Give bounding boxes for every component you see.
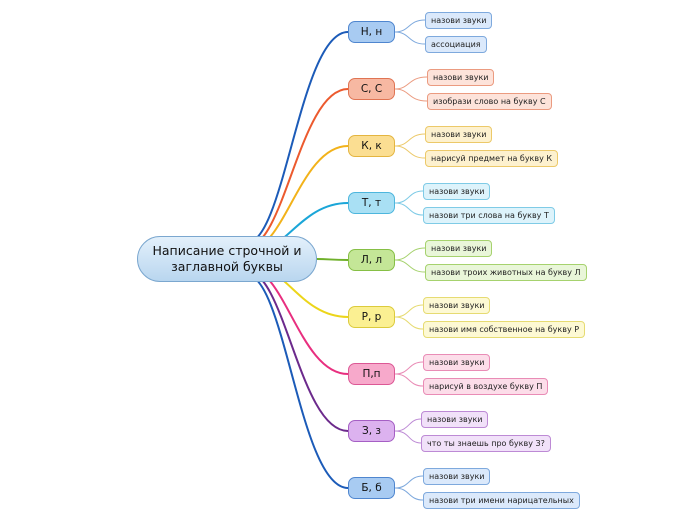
branch-node[interactable]: С, С <box>348 78 395 100</box>
leaf-label: назови троих животных на букву Л <box>431 268 581 277</box>
leaf-connector <box>394 76 428 90</box>
leaf-label: назови звуки <box>429 301 485 310</box>
leaf-label: назови три слова на букву Т <box>429 211 549 220</box>
leaf-label: нарисуй в воздухе букву П <box>429 382 543 391</box>
leaf-connector <box>394 190 424 204</box>
leaf-label: ассоциация <box>431 40 481 49</box>
leaf-label: назови имя собственное на букву Р <box>429 325 580 334</box>
leaf-node[interactable]: ассоциация <box>425 36 487 53</box>
leaf-label: нарисуй предмет на букву К <box>431 154 553 163</box>
leaf-node[interactable]: назови три слова на букву Т <box>423 207 555 224</box>
branch-node[interactable]: Н, н <box>348 21 395 43</box>
leaf-label: назови звуки <box>429 187 485 196</box>
leaf-label: назови звуки <box>433 73 489 82</box>
leaf-node[interactable]: назови звуки <box>427 69 495 86</box>
central-topic[interactable]: Написание строчной и заглавной буквы <box>137 236 317 282</box>
branch-node[interactable]: Б, б <box>348 477 395 499</box>
branch-connector <box>246 270 349 432</box>
leaf-connector <box>394 475 424 489</box>
branch-node[interactable]: Р, р <box>348 306 395 328</box>
branch-node[interactable]: П,п <box>348 363 395 385</box>
branch-node[interactable]: Т, т <box>348 192 395 214</box>
branch-label: Р, р <box>361 311 382 323</box>
leaf-connector <box>394 487 424 501</box>
leaf-node[interactable]: назови троих животных на букву Л <box>425 264 587 281</box>
leaf-label: назови три имени нарицательных <box>429 496 574 505</box>
branch-node[interactable]: Л, л <box>348 249 395 271</box>
leaf-connector <box>394 247 426 261</box>
leaf-node[interactable]: нарисуй предмет на букву К <box>425 150 559 167</box>
leaf-label: что ты знаешь про букву З? <box>427 439 545 448</box>
leaf-connector <box>394 304 424 318</box>
leaf-connector <box>394 88 428 102</box>
leaf-node[interactable]: назови звуки <box>425 126 493 143</box>
leaf-connector <box>394 430 422 444</box>
leaf-connector <box>394 316 424 330</box>
branch-label: Б, б <box>361 482 382 494</box>
leaf-node[interactable]: что ты знаешь про букву З? <box>421 435 551 452</box>
leaf-node[interactable]: назови звуки <box>423 468 491 485</box>
leaf-label: назови звуки <box>429 358 485 367</box>
branch-label: Т, т <box>361 197 382 209</box>
leaf-node[interactable]: назови звуки <box>423 183 491 200</box>
leaf-label: назови звуки <box>429 472 485 481</box>
branch-connector <box>246 274 349 489</box>
central-topic-label: Написание строчной и заглавной буквы <box>152 243 302 274</box>
leaf-node[interactable]: назови звуки <box>423 297 491 314</box>
leaf-label: изобрази слово на букву С <box>433 97 546 106</box>
branch-label: П,п <box>362 368 381 380</box>
branch-connector <box>246 266 349 375</box>
branch-connector <box>246 31 349 244</box>
leaf-connector <box>394 31 426 45</box>
leaf-connector <box>394 418 422 432</box>
leaf-connector <box>394 361 424 375</box>
branch-label: К, к <box>361 140 382 152</box>
branch-label: Н, н <box>360 26 383 38</box>
branch-label: Л, л <box>360 254 383 266</box>
leaf-label: назови звуки <box>427 415 483 424</box>
leaf-connector <box>394 145 426 159</box>
branch-label: С, С <box>360 83 383 95</box>
leaf-node[interactable]: назови звуки <box>425 12 493 29</box>
leaf-node[interactable]: назови три имени нарицательных <box>423 492 580 509</box>
leaf-label: назови звуки <box>431 130 487 139</box>
branch-node[interactable]: З, з <box>348 420 395 442</box>
leaf-node[interactable]: назови имя собственное на букву Р <box>423 321 586 338</box>
leaf-label: назови звуки <box>431 244 487 253</box>
leaf-node[interactable]: нарисуй в воздухе букву П <box>423 378 549 395</box>
leaf-connector <box>394 202 424 216</box>
leaf-node[interactable]: назови звуки <box>425 240 493 257</box>
leaf-label: назови звуки <box>431 16 487 25</box>
branch-connector <box>316 258 349 261</box>
leaf-connector <box>394 373 424 387</box>
branch-connector <box>246 88 349 248</box>
leaf-node[interactable]: изобрази слово на букву С <box>427 93 552 110</box>
leaf-connector <box>394 133 426 147</box>
branch-label: З, з <box>362 425 381 437</box>
leaf-connector <box>394 259 426 273</box>
leaf-node[interactable]: назови звуки <box>423 354 491 371</box>
branch-node[interactable]: К, к <box>348 135 395 157</box>
leaf-node[interactable]: назови звуки <box>421 411 489 428</box>
leaf-connector <box>394 19 426 33</box>
